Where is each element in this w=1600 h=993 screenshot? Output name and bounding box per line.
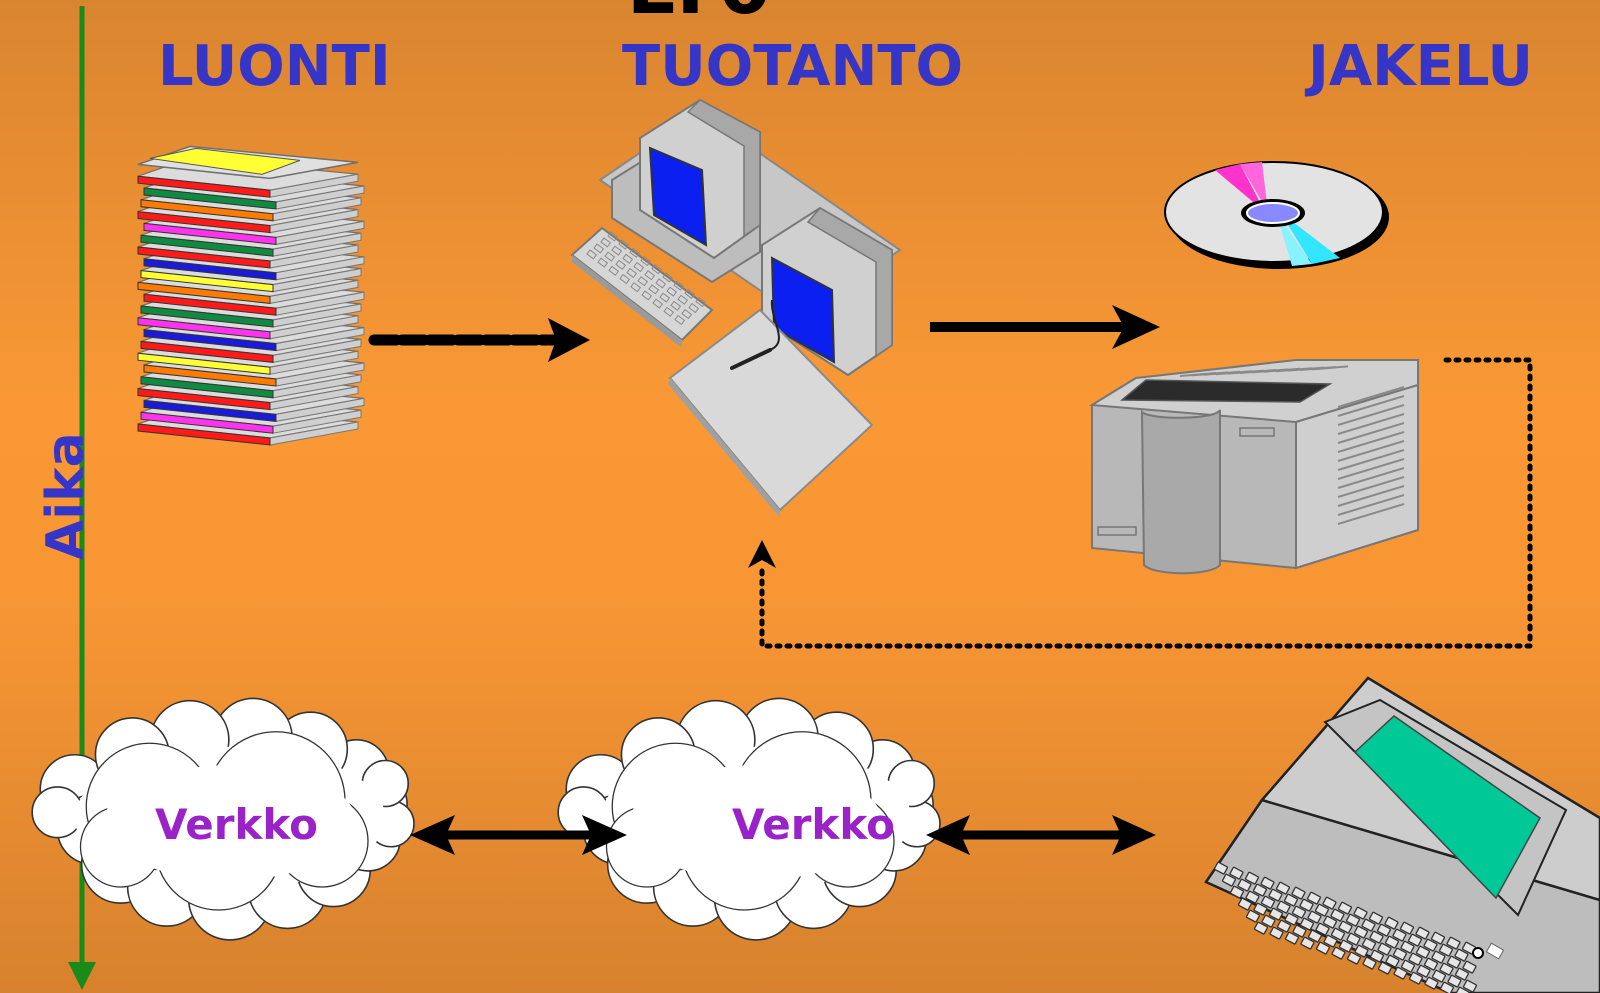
cloud-icon	[557, 697, 941, 941]
network-label: Verkko	[155, 800, 318, 849]
dashed-arrow-luonti-tuotanto	[368, 318, 590, 362]
column-heading-luonti: LUONTI	[158, 34, 391, 99]
column-heading-tuotanto: TUOTANTO	[622, 34, 964, 99]
laptop-icon	[1204, 676, 1600, 993]
time-axis-label: Aika	[36, 432, 96, 560]
solid-arrow-tuotanto-jakelu	[930, 305, 1160, 349]
column-heading-jakelu: JAKELU	[1308, 34, 1533, 99]
slide-title-partial: LT0	[600, 0, 800, 31]
workstation-icon	[570, 98, 902, 518]
book-stack-icon	[137, 145, 365, 446]
cd-disc-icon	[1164, 161, 1389, 269]
dotted-feedback-arrow	[748, 357, 1533, 649]
network-label: Verkko	[732, 800, 895, 849]
double-arrow-network-laptop	[926, 815, 1156, 855]
cloud-icon	[31, 697, 415, 941]
printer-icon	[1088, 358, 1419, 575]
double-arrow-network-network	[410, 815, 627, 855]
